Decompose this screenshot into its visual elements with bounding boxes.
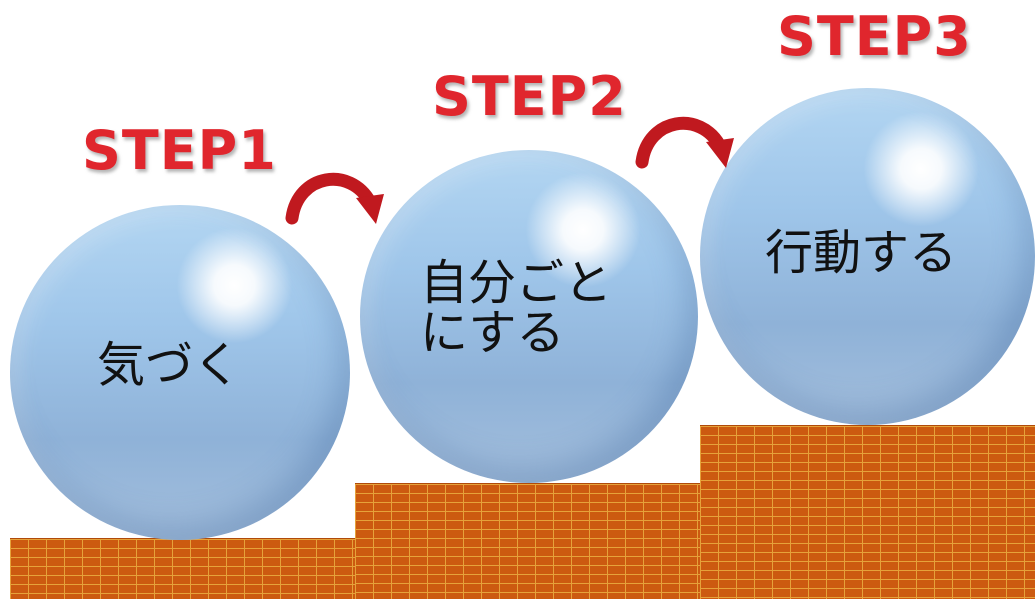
sphere-step-2 (360, 150, 698, 483)
step3-label: 行動する (765, 225, 958, 281)
curved-arrow-icon (285, 172, 384, 225)
sphere-step-1 (10, 205, 350, 540)
step2-label: 自分ごとにする (420, 255, 613, 362)
step2-title: STEP2 (432, 65, 627, 128)
sphere-step-3 (700, 88, 1035, 425)
step3-title: STEP3 (777, 5, 972, 68)
step1-title: STEP1 (82, 119, 277, 182)
brick-stair-step-3 (700, 425, 1035, 599)
step1-label: 気づく (97, 337, 242, 393)
curved-arrow-icon (635, 116, 734, 169)
